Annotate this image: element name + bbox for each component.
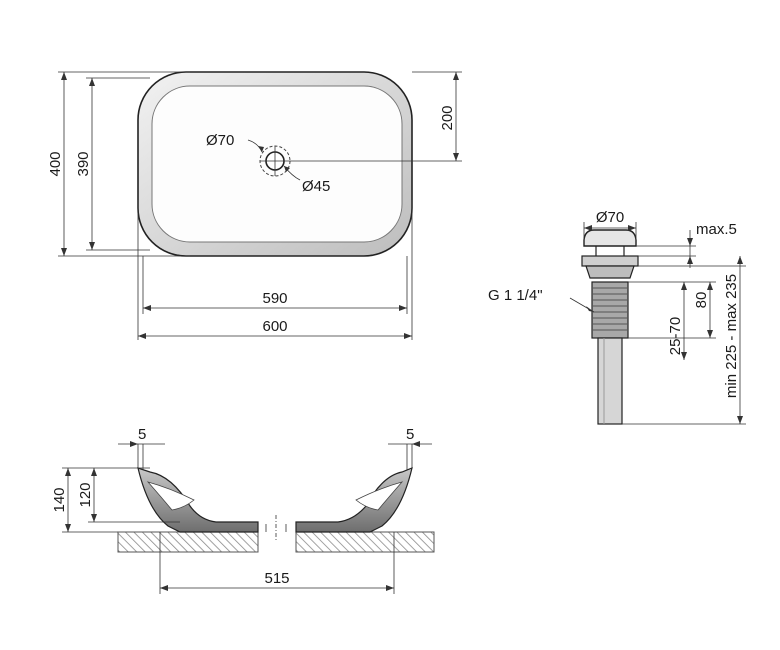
side-view: 5 5 140 120 515: [51, 426, 435, 594]
drain-outer-dia-label: Ø70: [206, 132, 234, 149]
top-view: Ø70 Ø45 200 400 390 590 600: [47, 71, 462, 340]
basin-cavity-right: [355, 481, 404, 511]
inner-width-label: 390: [75, 151, 92, 176]
total-length-label: min 225 - max 235: [723, 274, 740, 398]
adjust-range-label: 25-70: [667, 317, 684, 355]
drain-cap: [583, 229, 637, 247]
drain-tailpipe: [597, 337, 623, 425]
cap-dia-label: Ø70: [596, 209, 624, 226]
inner-length-label: 590: [262, 290, 287, 307]
drain-inner-dia-label: Ø45: [302, 178, 330, 195]
base-width-label: 515: [264, 570, 289, 587]
outer-width-label: 400: [47, 151, 64, 176]
countertop-right: [295, 531, 435, 553]
basin-section: [137, 467, 413, 533]
thread-label: G 1 1/4": [488, 287, 543, 304]
outer-length-label: 600: [262, 318, 287, 335]
drain-offset-label: 200: [439, 105, 456, 130]
cap-gap-label: max.5: [696, 221, 737, 238]
countertop-left: [117, 531, 259, 553]
height-inner-label: 120: [77, 482, 94, 507]
drain-flange: [581, 255, 639, 267]
thread-length-label: 80: [693, 292, 710, 309]
rim-left-label: 5: [138, 426, 146, 443]
basin-cavity-left: [146, 481, 195, 511]
rim-right-label: 5: [406, 426, 414, 443]
drain-detail: Ø70 max.5 G 1 1/4" 80 25-70 min 225 - ma…: [488, 209, 746, 425]
drain-thread: [591, 281, 629, 339]
height-total-label: 140: [51, 487, 68, 512]
